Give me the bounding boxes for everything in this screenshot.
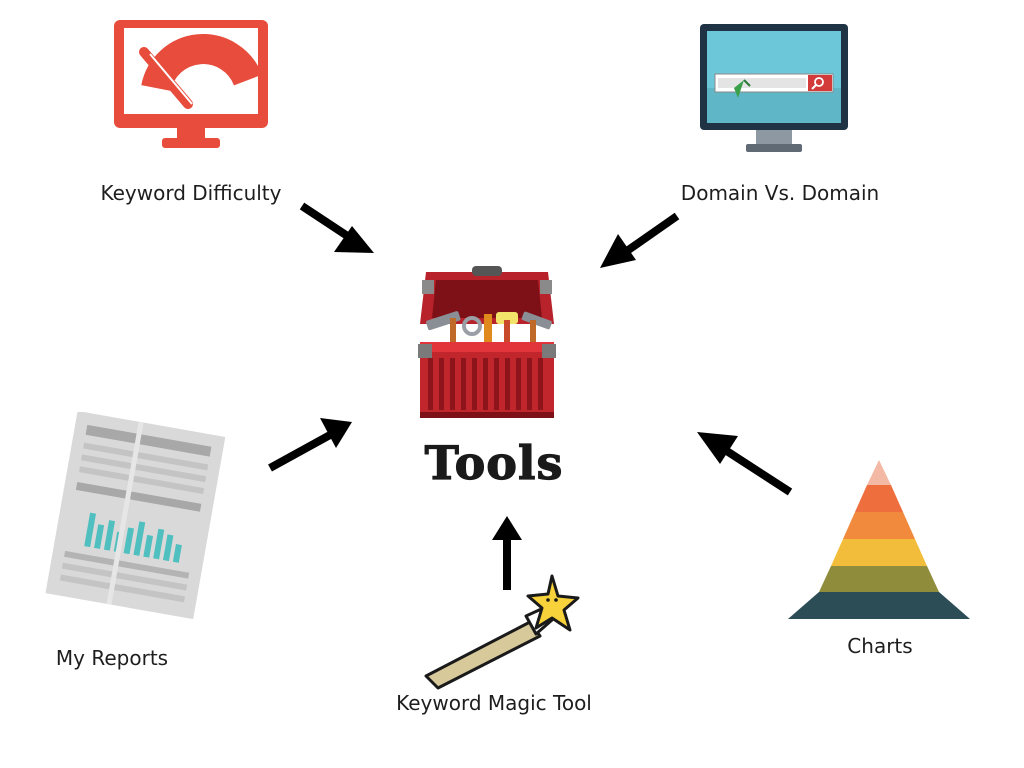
arrow-from-keyword-difficulty [302,206,374,253]
arrow-from-domain-vs-domain [600,216,677,268]
arrow-from-charts [697,432,790,492]
arrow-from-my-reports [270,418,352,468]
arrow-from-keyword-magic-tool [492,516,522,590]
